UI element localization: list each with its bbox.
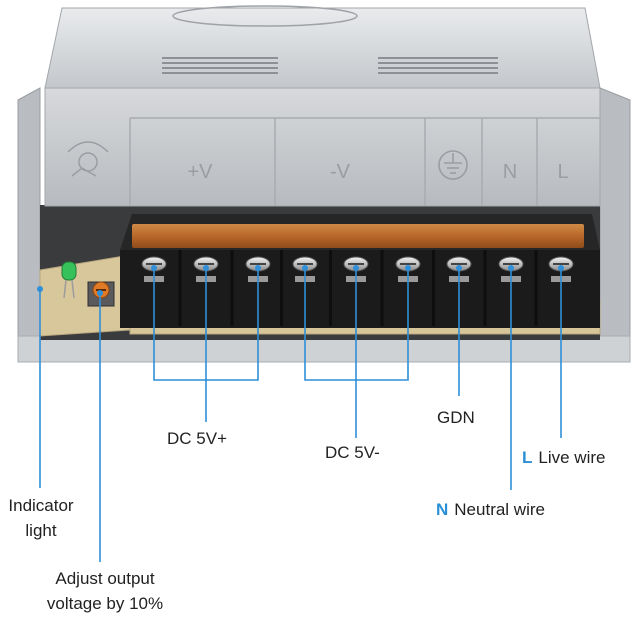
- indicator-line-2: light: [25, 521, 57, 540]
- callout-dot: [151, 265, 157, 271]
- live-letter: L: [522, 448, 533, 467]
- callout-dot: [456, 265, 462, 271]
- label-dc-negative: DC 5V-: [325, 443, 380, 462]
- marking-n: N: [503, 161, 517, 183]
- callout-dot: [203, 265, 209, 271]
- adjust-symbol-icon: [67, 141, 109, 177]
- callout-dots: [37, 265, 564, 296]
- label-neutral-wire: N Neutral wire: [436, 499, 545, 520]
- indicator-line-1: Indicator: [8, 496, 74, 515]
- marking-minus-v: -V: [330, 161, 351, 183]
- callout-dot: [37, 286, 43, 292]
- adjust-line-1: Adjust output: [55, 569, 155, 588]
- psu-top-cover: [44, 5, 601, 207]
- neutral-text: Neutral wire: [454, 500, 545, 519]
- terminal-cover-strip: [132, 224, 584, 248]
- label-adjust-voltage: Adjust output voltage by 10%: [34, 568, 176, 614]
- callout-dot: [353, 265, 359, 271]
- label-dc-positive: DC 5V+: [167, 429, 227, 448]
- vent-slots-right: [378, 57, 498, 74]
- terminal-block: [120, 214, 600, 328]
- adjust-potentiometer: [87, 281, 115, 307]
- callout-dot: [558, 265, 564, 271]
- callout-lines: [39, 268, 562, 562]
- callout-dot: [302, 265, 308, 271]
- cover-markings: +V -V N L: [187, 161, 568, 183]
- indicator-led: [61, 261, 77, 299]
- label-live-wire: L Live wire: [522, 447, 605, 468]
- callout-dot: [255, 265, 261, 271]
- label-ground: GDN: [437, 408, 475, 427]
- callout-dot: [97, 290, 103, 296]
- adjust-line-2: voltage by 10%: [46, 594, 164, 613]
- label-indicator-light: Indicator light: [2, 495, 80, 541]
- callout-dot: [405, 265, 411, 271]
- live-text: Live wire: [538, 448, 606, 467]
- ground-symbol-icon: [438, 150, 468, 180]
- vent-slots-left: [162, 57, 278, 74]
- callout-dot: [508, 265, 514, 271]
- marking-l: L: [557, 161, 568, 183]
- marking-plus-v: +V: [187, 161, 213, 183]
- neutral-letter: N: [436, 500, 449, 519]
